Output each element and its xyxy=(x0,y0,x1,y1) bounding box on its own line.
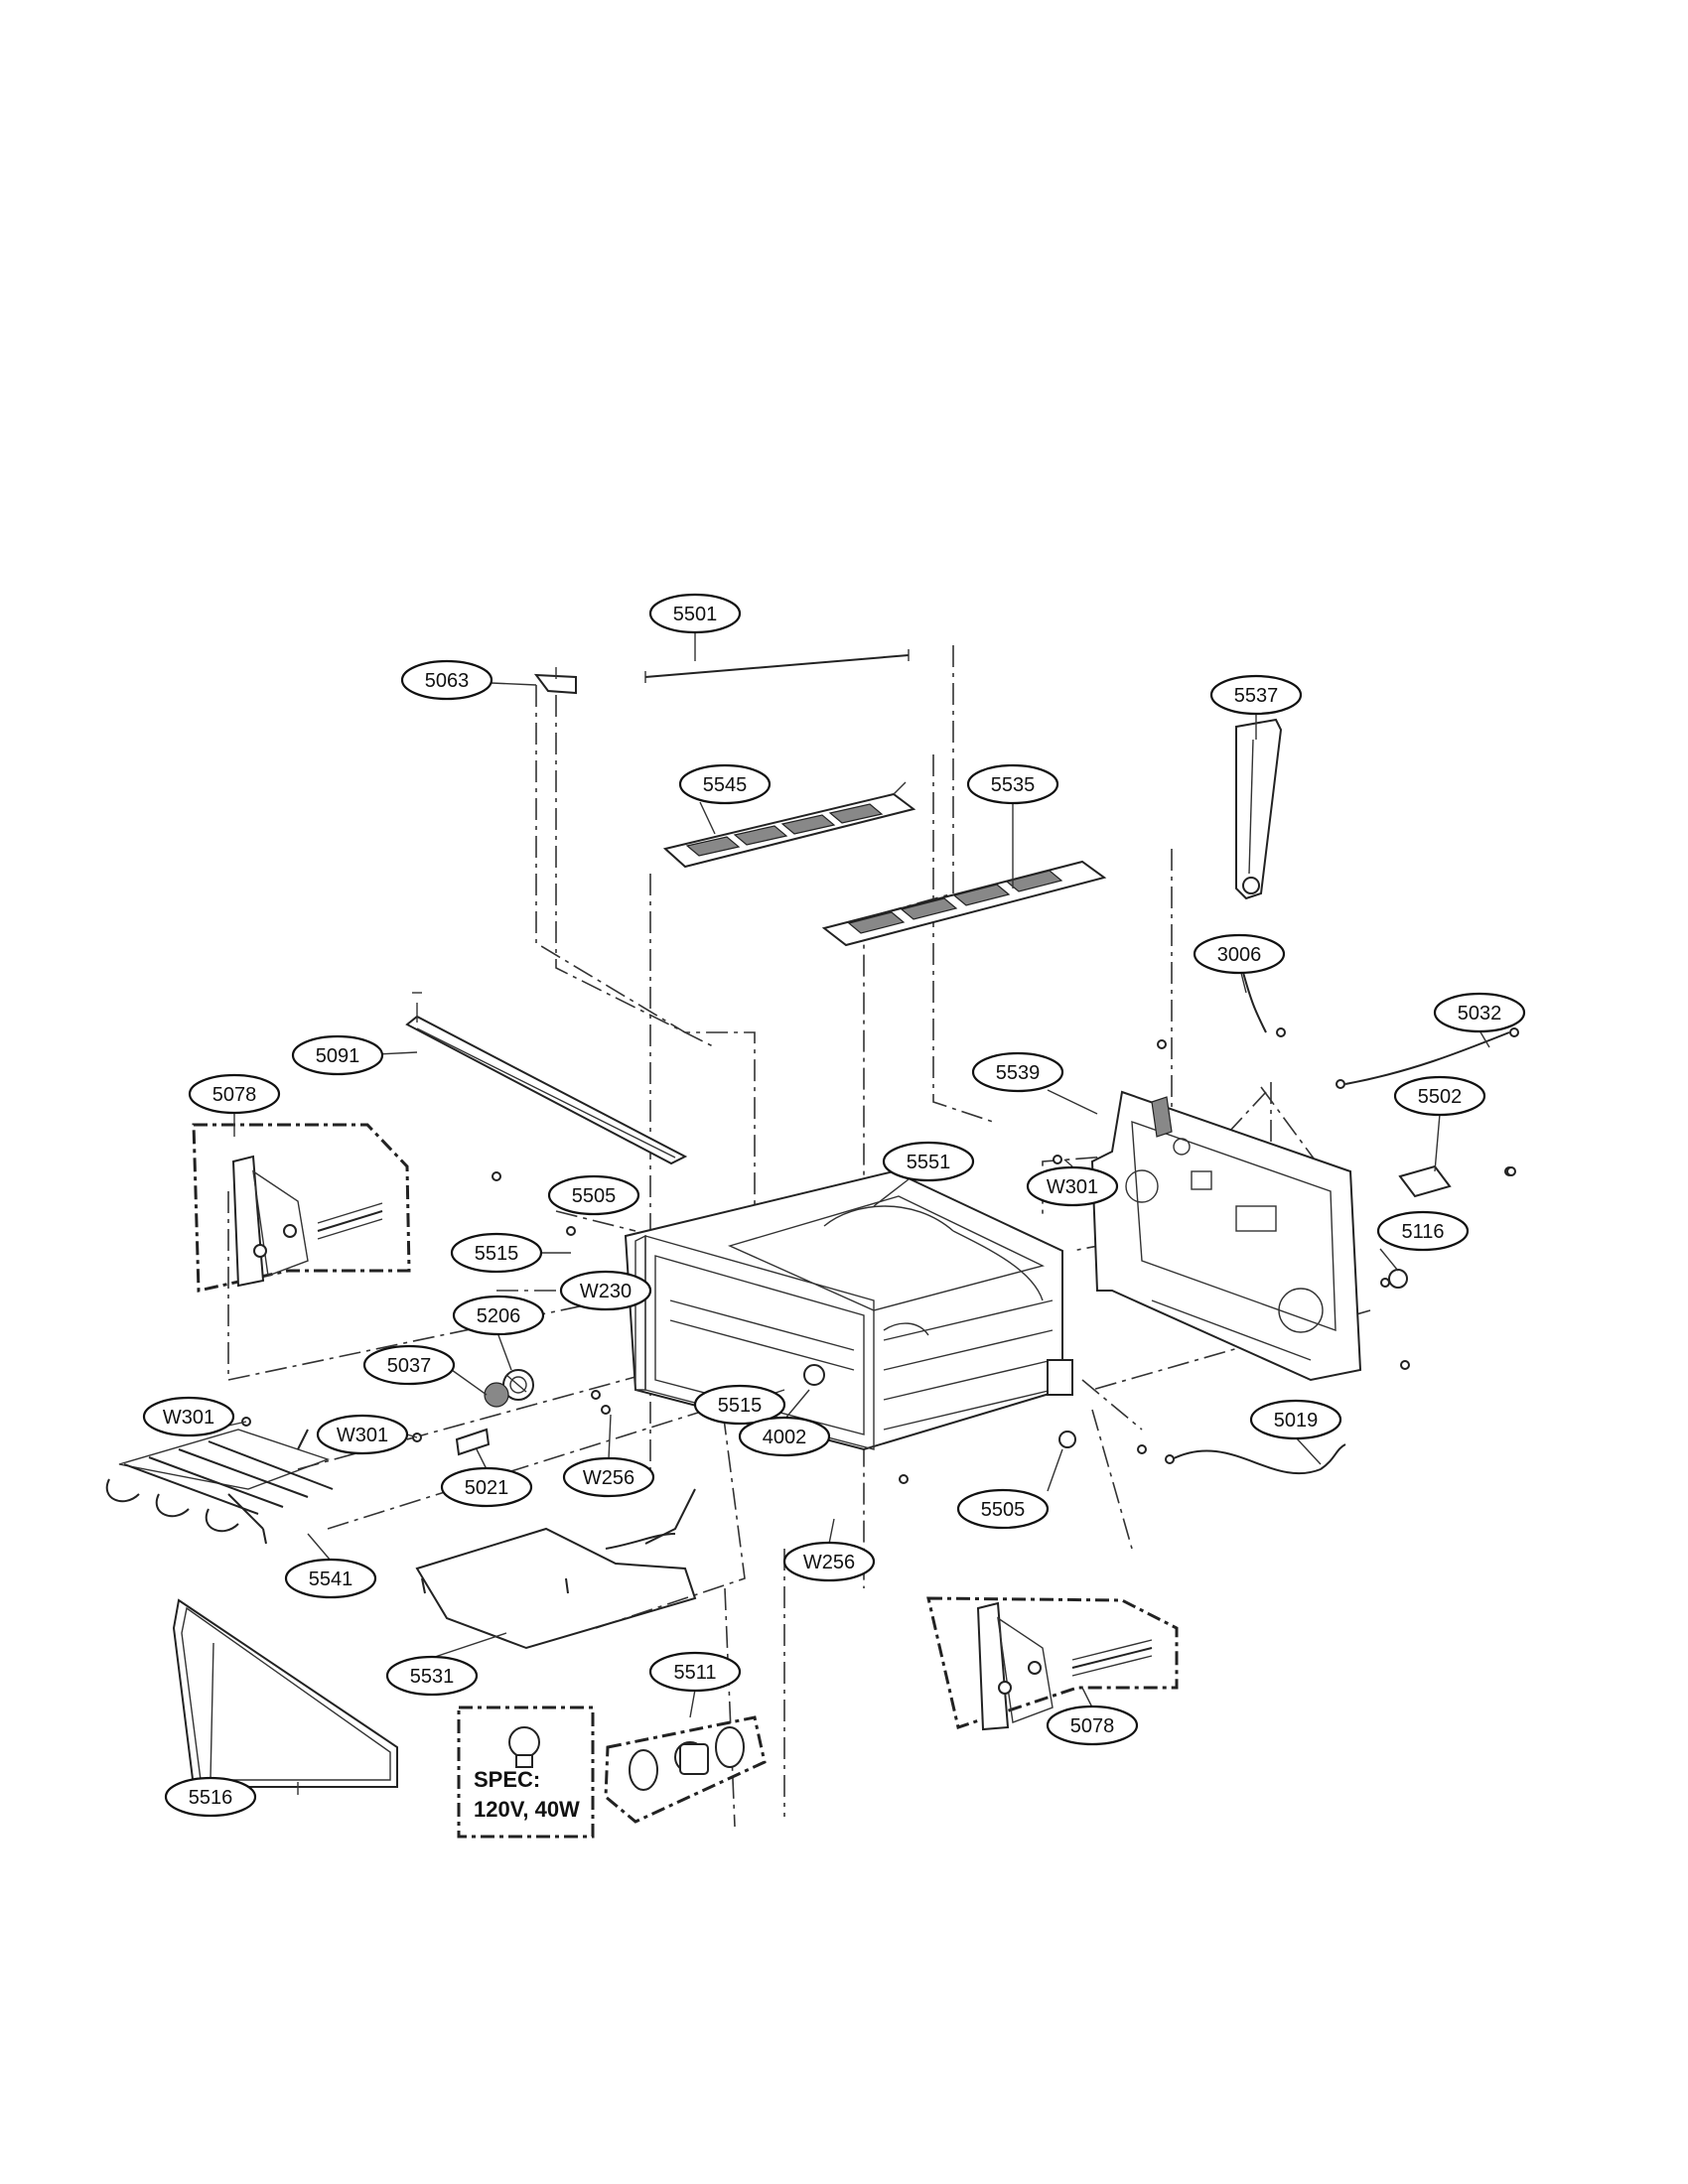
part-5516-gasket xyxy=(172,1598,398,1795)
callout-label: 5535 xyxy=(991,774,1036,796)
callout-5021: 5021 xyxy=(440,1466,533,1508)
callout-5535: 5535 xyxy=(966,763,1059,805)
callout-label: 5501 xyxy=(673,604,718,625)
callout-label: 5539 xyxy=(996,1062,1041,1084)
callout-label: 5116 xyxy=(1401,1221,1444,1243)
callout-label: 5505 xyxy=(981,1499,1026,1521)
callout-label: W256 xyxy=(803,1552,855,1573)
callout-5091: 5091 xyxy=(291,1034,384,1076)
callout-5545: 5545 xyxy=(678,763,772,805)
callout-label: W256 xyxy=(583,1467,634,1489)
part-5511-lamp-assembly xyxy=(604,1715,767,1824)
callout-W301-left: W301 xyxy=(142,1396,235,1437)
callout-5063: 5063 xyxy=(400,659,493,701)
callout-label: W301 xyxy=(163,1407,214,1429)
callout-label: 5078 xyxy=(212,1084,257,1106)
part-5206-lamp-housing xyxy=(484,1369,534,1408)
part-5535-filter-plate xyxy=(821,860,1107,947)
callout-5539: 5539 xyxy=(971,1051,1064,1093)
part-5502-switch xyxy=(1398,1164,1514,1198)
callout-label: 5032 xyxy=(1458,1003,1502,1024)
callout-5505-top: 5505 xyxy=(547,1174,640,1216)
callout-label: 5551 xyxy=(907,1152,951,1173)
callout-W301-right: W301 xyxy=(1026,1165,1119,1207)
callout-label: 5541 xyxy=(309,1569,353,1590)
part-5116-plug xyxy=(1380,1269,1408,1289)
spec-label: SPEC: xyxy=(474,1767,540,1792)
callout-label: 5505 xyxy=(572,1185,617,1207)
callout-leaders xyxy=(188,633,1490,1780)
callout-label: 5021 xyxy=(465,1477,509,1499)
part-5545-filter-plate xyxy=(662,781,916,869)
spec-box: SPEC: 120V, 40W xyxy=(457,1706,595,1839)
spec-rating: 120V, 40W xyxy=(474,1797,580,1822)
callout-5531: 5531 xyxy=(385,1655,479,1697)
callout-5032: 5032 xyxy=(1433,992,1526,1033)
callout-5511: 5511 xyxy=(648,1651,742,1693)
part-oven-cavity xyxy=(624,1169,1073,1451)
part-5063-bracket xyxy=(533,667,577,695)
callout-label: W301 xyxy=(337,1425,388,1446)
callout-label: 5531 xyxy=(410,1666,455,1688)
callout-W230: W230 xyxy=(559,1270,652,1311)
callout-label: 5537 xyxy=(1234,685,1279,707)
fasteners xyxy=(241,1039,1516,1484)
callout-5078-right: 5078 xyxy=(1046,1705,1139,1746)
callout-label: 5091 xyxy=(316,1045,360,1067)
part-5537-cover xyxy=(1235,718,1283,900)
callout-W256-mid: W256 xyxy=(562,1456,655,1498)
callout-label: W230 xyxy=(580,1281,632,1302)
part-5032-wire xyxy=(1336,1027,1519,1089)
callout-3006: 3006 xyxy=(1193,933,1286,975)
callout-5516: 5516 xyxy=(164,1776,257,1818)
callout-5505-bottom: 5505 xyxy=(956,1488,1050,1530)
callout-5537: 5537 xyxy=(1209,674,1303,716)
callout-label: W301 xyxy=(1047,1176,1098,1198)
callout-5206: 5206 xyxy=(452,1295,545,1336)
callout-5515-center: 5515 xyxy=(693,1384,786,1426)
part-5539-rear-panel xyxy=(1090,1090,1362,1382)
callout-label: 5515 xyxy=(718,1395,763,1417)
callout-4002: 4002 xyxy=(738,1416,831,1457)
callout-5078-left: 5078 xyxy=(188,1073,281,1115)
callout-label: 5515 xyxy=(475,1243,519,1265)
callout-5541: 5541 xyxy=(284,1558,377,1599)
callout-label: 5516 xyxy=(189,1787,233,1809)
part-5091-rail xyxy=(405,992,688,1165)
part-5531-bake-element xyxy=(415,1488,697,1650)
callout-label: 5545 xyxy=(703,774,748,796)
part-5078-hinge-left xyxy=(192,1123,411,1293)
callout-W301-mid: W301 xyxy=(316,1414,409,1455)
callout-label: 5019 xyxy=(1274,1410,1319,1432)
callout-label: 5511 xyxy=(673,1662,716,1684)
callout-label: 5037 xyxy=(387,1355,432,1377)
callout-W256-bottom: W256 xyxy=(782,1541,876,1582)
part-3006-sensor xyxy=(1240,964,1286,1037)
callout-label: 5502 xyxy=(1418,1086,1463,1108)
callout-5019: 5019 xyxy=(1249,1399,1342,1440)
part-5541-broil-element xyxy=(105,1429,334,1545)
callout-5515-left: 5515 xyxy=(450,1232,543,1274)
part-5501-rod xyxy=(644,649,910,683)
callout-5502: 5502 xyxy=(1393,1075,1486,1117)
callout-label: 4002 xyxy=(763,1427,807,1448)
callout-label: 5078 xyxy=(1070,1715,1115,1737)
callout-5116: 5116 xyxy=(1376,1210,1470,1252)
callout-label: 5063 xyxy=(425,670,470,692)
callout-5501: 5501 xyxy=(648,593,742,634)
part-5019-cord xyxy=(1165,1443,1346,1475)
callout-label: 3006 xyxy=(1217,944,1262,966)
callout-label: 5206 xyxy=(477,1305,521,1327)
part-5021-bracket xyxy=(455,1428,491,1456)
callout-5037: 5037 xyxy=(362,1344,456,1386)
part-5078-hinge-right xyxy=(926,1596,1179,1731)
callout-5551: 5551 xyxy=(882,1141,975,1182)
